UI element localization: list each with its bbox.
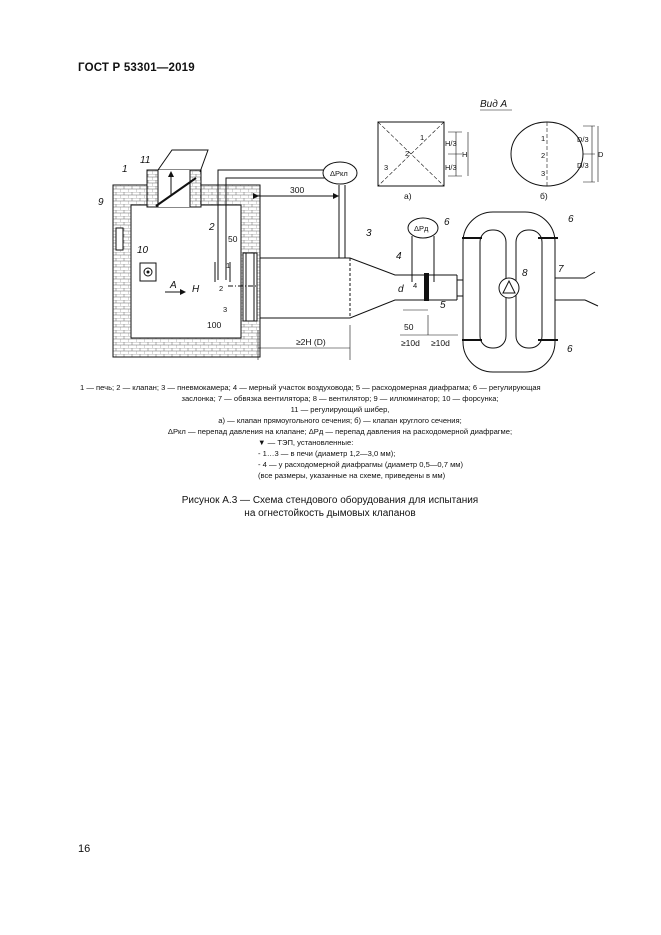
label-h: H	[192, 284, 200, 295]
dim-10d-a: ≥10d	[401, 338, 420, 348]
duct-tep-4: 4	[413, 281, 417, 290]
furnace	[112, 149, 261, 358]
dim-2h: ≥2H (D)	[296, 337, 326, 347]
legend-line-7: - 1…3 — в печи (диаметр 1,2—3,0 мм);	[258, 449, 396, 458]
valve-tep-3: 3	[223, 305, 227, 314]
num-6b: 6	[568, 214, 574, 225]
air-chamber-duct	[260, 257, 458, 319]
caption-line-1: Рисунок А.3 — Схема стендового оборудова…	[181, 495, 479, 506]
sq-tep-3: 3	[384, 163, 388, 172]
view-a-square	[377, 121, 469, 187]
valve	[214, 252, 258, 322]
figure-caption: Рисунок А.3 — Схема стендового оборудова…	[100, 494, 560, 520]
num-4: 4	[396, 251, 402, 262]
legend-line-1: 1 — печь; 2 — клапан; 3 — пневмокамера; …	[80, 383, 541, 392]
legend-line-3: 11 — регулирующий шибер,	[290, 405, 390, 414]
num-8: 8	[522, 268, 528, 279]
circ-d: D	[598, 150, 604, 159]
sq-h: H	[462, 150, 467, 159]
legend-line-5: ΔPкл — перепад давления на клапане; ΔPд …	[167, 427, 513, 436]
view-a-circle	[510, 121, 599, 187]
circ-tep-3: 3	[541, 169, 545, 178]
dim-100: 100	[207, 320, 221, 330]
num-11: 11	[140, 155, 150, 166]
label-a: A	[169, 280, 177, 291]
sq-h3-bot: H/3	[445, 163, 457, 172]
legend-line-9: (все размеры, указанные на схеме, привед…	[258, 471, 446, 480]
sq-h3-top: H/3	[445, 139, 457, 148]
valve-tep-1: 1	[226, 261, 230, 270]
dimension-lines	[253, 193, 458, 360]
sub-b: б)	[540, 191, 548, 201]
document-header: ГОСТ Р 53301—2019	[78, 62, 195, 74]
num-1: 1	[122, 164, 128, 175]
num-6c: 6	[567, 344, 573, 355]
legend-line-4: а) — клапан прямоугольного сечения; б) —…	[218, 416, 462, 425]
valve-tep-2: 2	[219, 284, 223, 293]
tep-symbol-icon: ▼	[258, 438, 268, 447]
sq-tep-2: 2	[405, 149, 409, 158]
page-number: 16	[78, 843, 91, 855]
num-9: 9	[98, 197, 104, 208]
num-6a: 6	[444, 217, 450, 228]
legend-line-8: - 4 — у расходомерной диафрагмы (диаметр…	[258, 460, 464, 469]
sq-tep-1: 1	[420, 133, 424, 142]
dp-valve-label: ΔPкл	[330, 169, 348, 178]
num-10: 10	[137, 245, 149, 256]
legend-line-6: — ТЭП, установленные:	[267, 438, 354, 447]
dim-50-right: 50	[404, 322, 414, 332]
view-a-title: Вид А	[480, 99, 508, 110]
circ-tep-2: 2	[541, 151, 545, 160]
num-7: 7	[558, 264, 564, 275]
legend: 1 — печь; 2 — клапан; 3 — пневмокамера; …	[70, 382, 610, 481]
dp-diaphragm-label: ΔPд	[414, 224, 429, 233]
dim-10d-b: ≥10d	[431, 338, 450, 348]
num-5: 5	[440, 300, 446, 311]
dim-50-left: 50	[228, 234, 238, 244]
circ-d3-top: D/3	[577, 135, 589, 144]
test-bench-diagram: Вид А 300 50 100 50 ≥2H (D) ≥10d ≥10d ΔP…	[98, 99, 604, 373]
circ-tep-1: 1	[541, 134, 545, 143]
label-d: d	[398, 284, 404, 295]
circ-d3-bot: D/3	[577, 161, 589, 170]
num-3: 3	[366, 228, 372, 239]
dim-300: 300	[290, 185, 304, 195]
num-2: 2	[208, 222, 215, 233]
caption-line-2: на огнестойкость дымовых клапанов	[244, 508, 416, 519]
fan-housing	[457, 211, 599, 373]
legend-line-2: заслонка; 7 — обвязка вентилятора; 8 — в…	[181, 394, 499, 403]
sub-a: а)	[404, 191, 412, 201]
pressure-lines	[217, 161, 439, 282]
